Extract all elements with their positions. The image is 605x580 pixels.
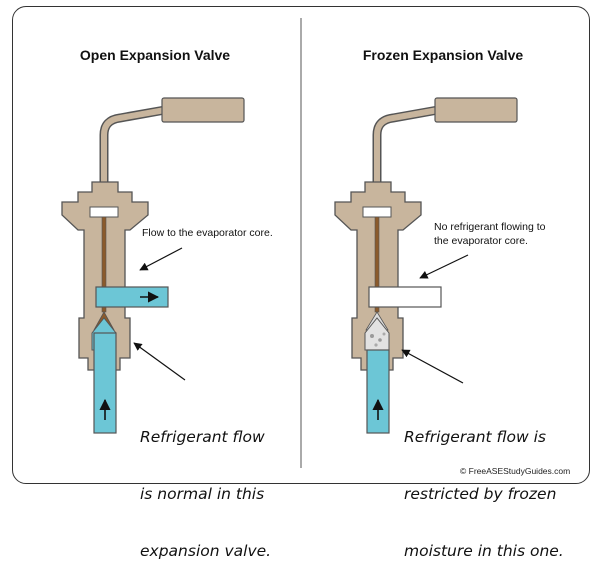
right-caption: Refrigerant flow is restricted by frozen… — [404, 390, 564, 580]
frozen-valve — [334, 97, 518, 434]
left-caption-line: is normal in this — [140, 485, 265, 503]
caption-callout-arrow — [401, 349, 464, 384]
diaphragm-chamber — [362, 206, 392, 218]
left-caption: Refrigerant flow is normal in this expan… — [140, 390, 271, 580]
flow-callout-arrow — [139, 247, 183, 271]
left-panel-title: Open Expansion Valve — [79, 47, 231, 63]
diagram-svg — [61, 18, 518, 468]
source-credit: © FreeASEStudyGuides.com — [460, 466, 571, 476]
right-panel-title: Frozen Expansion Valve — [362, 47, 524, 63]
right-caption-line: Refrigerant flow is — [404, 428, 546, 446]
flow-callout-arrow — [419, 254, 469, 279]
left-flow-label: Flow to the evaporator core. — [142, 227, 273, 239]
diaphragm-chamber — [89, 206, 119, 218]
inlet-pipe — [366, 349, 390, 434]
open-valve — [61, 97, 245, 434]
right-caption-line: moisture in this one. — [404, 542, 564, 560]
sensing-bulb — [434, 97, 518, 123]
right-caption-line: restricted by frozen — [404, 485, 557, 503]
right-flow-label-line: the evaporator core. — [434, 235, 528, 247]
right-flow-label-line: No refrigerant flowing to — [434, 221, 546, 233]
left-caption-line: Refrigerant flow — [140, 428, 265, 446]
ice-blockage — [364, 317, 390, 351]
sensing-bulb — [161, 97, 245, 123]
outlet-pipe-empty — [368, 286, 442, 308]
right-flow-label: No refrigerant flowing to the evaporator… — [434, 220, 545, 248]
left-caption-line: expansion valve. — [140, 542, 272, 560]
caption-callout-arrow — [133, 342, 186, 381]
